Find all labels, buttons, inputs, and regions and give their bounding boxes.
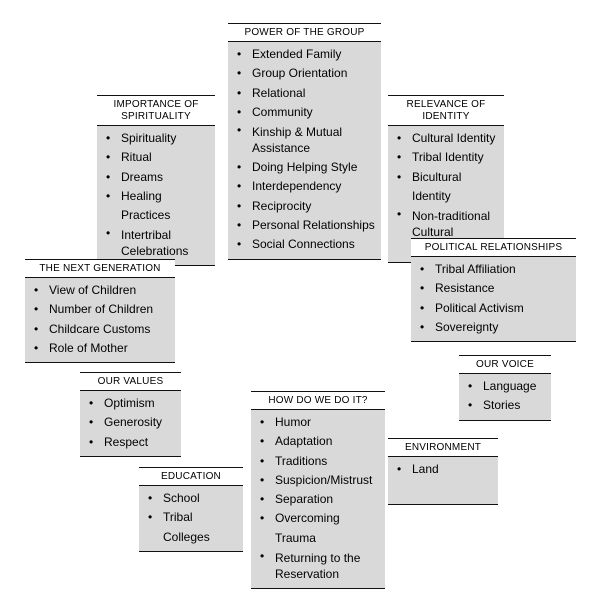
box-title: EDUCATION	[139, 467, 243, 486]
box-title: POLITICAL RELATIONSHIPS	[411, 238, 576, 257]
list-item: Returning to the Reservation	[257, 548, 379, 584]
box-body: Extended Family Group Orientation Relati…	[228, 42, 381, 260]
list-item: Adaptation	[257, 432, 379, 452]
list-item: Community	[234, 103, 375, 123]
list-item: Optimism	[86, 394, 175, 414]
box-title: HOW DO WE DO IT?	[251, 391, 385, 410]
list-item: Stories	[465, 396, 545, 416]
list-item: Respect	[86, 433, 175, 453]
list-item: Generosity	[86, 413, 175, 433]
box-our-voice: OUR VOICE Language Stories	[459, 355, 551, 421]
list-item: Sovereignty	[417, 318, 570, 338]
list-item: Separation	[257, 490, 379, 510]
list-item: Tribal Identity	[394, 148, 498, 168]
list-item: Traditions	[257, 452, 379, 472]
list-item: Resistance	[417, 279, 570, 299]
item-list: Language Stories	[465, 377, 545, 416]
list-item: Spirituality	[103, 129, 209, 149]
list-item: Ritual	[103, 148, 209, 168]
box-body: Language Stories	[459, 374, 551, 421]
list-item: Role of Mother	[31, 339, 169, 359]
box-importance-of-spirituality: IMPORTANCE OF SPIRITUALITY Spirituality …	[97, 95, 215, 267]
box-political-relationships: POLITICAL RELATIONSHIPS Tribal Affiliati…	[411, 238, 576, 343]
box-body: Spirituality Ritual Dreams Healing Pract…	[97, 126, 215, 267]
box-our-values: OUR VALUES Optimism Generosity Respect	[80, 372, 181, 457]
box-environment: ENVIRONMENT Land	[388, 438, 498, 505]
box-title: ENVIRONMENT	[388, 438, 498, 457]
box-title: OUR VOICE	[459, 355, 551, 374]
list-item: Social Connections	[234, 235, 375, 255]
list-item: Healing Practices	[103, 187, 209, 226]
list-item: Childcare Customs	[31, 320, 169, 340]
box-education: EDUCATION School Tribal Colleges	[139, 467, 243, 552]
list-item: Extended Family	[234, 45, 375, 65]
box-power-of-the-group: POWER OF THE GROUP Extended Family Group…	[228, 23, 381, 260]
list-item: Intertribal Celebrations	[103, 225, 209, 261]
list-item: School	[145, 489, 237, 509]
list-item: Humor	[257, 413, 379, 433]
box-how-do-we-do-it: HOW DO WE DO IT? Humor Adaptation Tradit…	[251, 391, 385, 590]
box-title: OUR VALUES	[80, 372, 181, 391]
item-list: View of Children Number of Children Chil…	[31, 281, 169, 358]
item-list: Land	[394, 460, 492, 480]
item-list: School Tribal Colleges	[145, 489, 237, 547]
item-list: Spirituality Ritual Dreams Healing Pract…	[103, 129, 209, 261]
list-item: Tribal Affiliation	[417, 260, 570, 280]
list-item: Overcoming Trauma	[257, 509, 379, 548]
item-list: Extended Family Group Orientation Relati…	[234, 45, 375, 255]
list-item: Bicultural Identity	[394, 168, 498, 207]
list-item: Dreams	[103, 168, 209, 188]
item-list: Humor Adaptation Traditions Suspicion/Mi…	[257, 413, 379, 584]
box-body: Optimism Generosity Respect	[80, 391, 181, 457]
box-body: Land	[388, 457, 498, 505]
list-item: Suspicion/Mistrust	[257, 471, 379, 491]
box-title: THE NEXT GENERATION	[25, 259, 175, 278]
box-the-next-generation: THE NEXT GENERATION View of Children Num…	[25, 259, 175, 364]
box-body: Tribal Affiliation Resistance Political …	[411, 257, 576, 343]
item-list: Tribal Affiliation Resistance Political …	[417, 260, 570, 337]
list-item: Kinship & Mutual Assistance	[234, 122, 375, 158]
list-item: Group Orientation	[234, 64, 375, 84]
list-item: Tribal Colleges	[145, 508, 237, 547]
box-body: Humor Adaptation Traditions Suspicion/Mi…	[251, 410, 385, 590]
list-item: Land	[394, 460, 492, 480]
list-item: Language	[465, 377, 545, 397]
list-item: Personal Relationships	[234, 216, 375, 236]
item-list: Optimism Generosity Respect	[86, 394, 175, 452]
box-body: View of Children Number of Children Chil…	[25, 278, 175, 364]
box-body: School Tribal Colleges	[139, 486, 243, 552]
box-title: IMPORTANCE OF SPIRITUALITY	[97, 95, 215, 126]
list-item: View of Children	[31, 281, 169, 301]
list-item: Political Activism	[417, 299, 570, 319]
box-title: POWER OF THE GROUP	[228, 23, 381, 42]
list-item: Reciprocity	[234, 197, 375, 217]
list-item: Interdependency	[234, 177, 375, 197]
list-item: Cultural Identity	[394, 129, 498, 149]
box-title: RELEVANCE OF IDENTITY	[388, 95, 504, 126]
list-item: Number of Children	[31, 300, 169, 320]
list-item: Doing Helping Style	[234, 158, 375, 178]
list-item: Relational	[234, 84, 375, 104]
